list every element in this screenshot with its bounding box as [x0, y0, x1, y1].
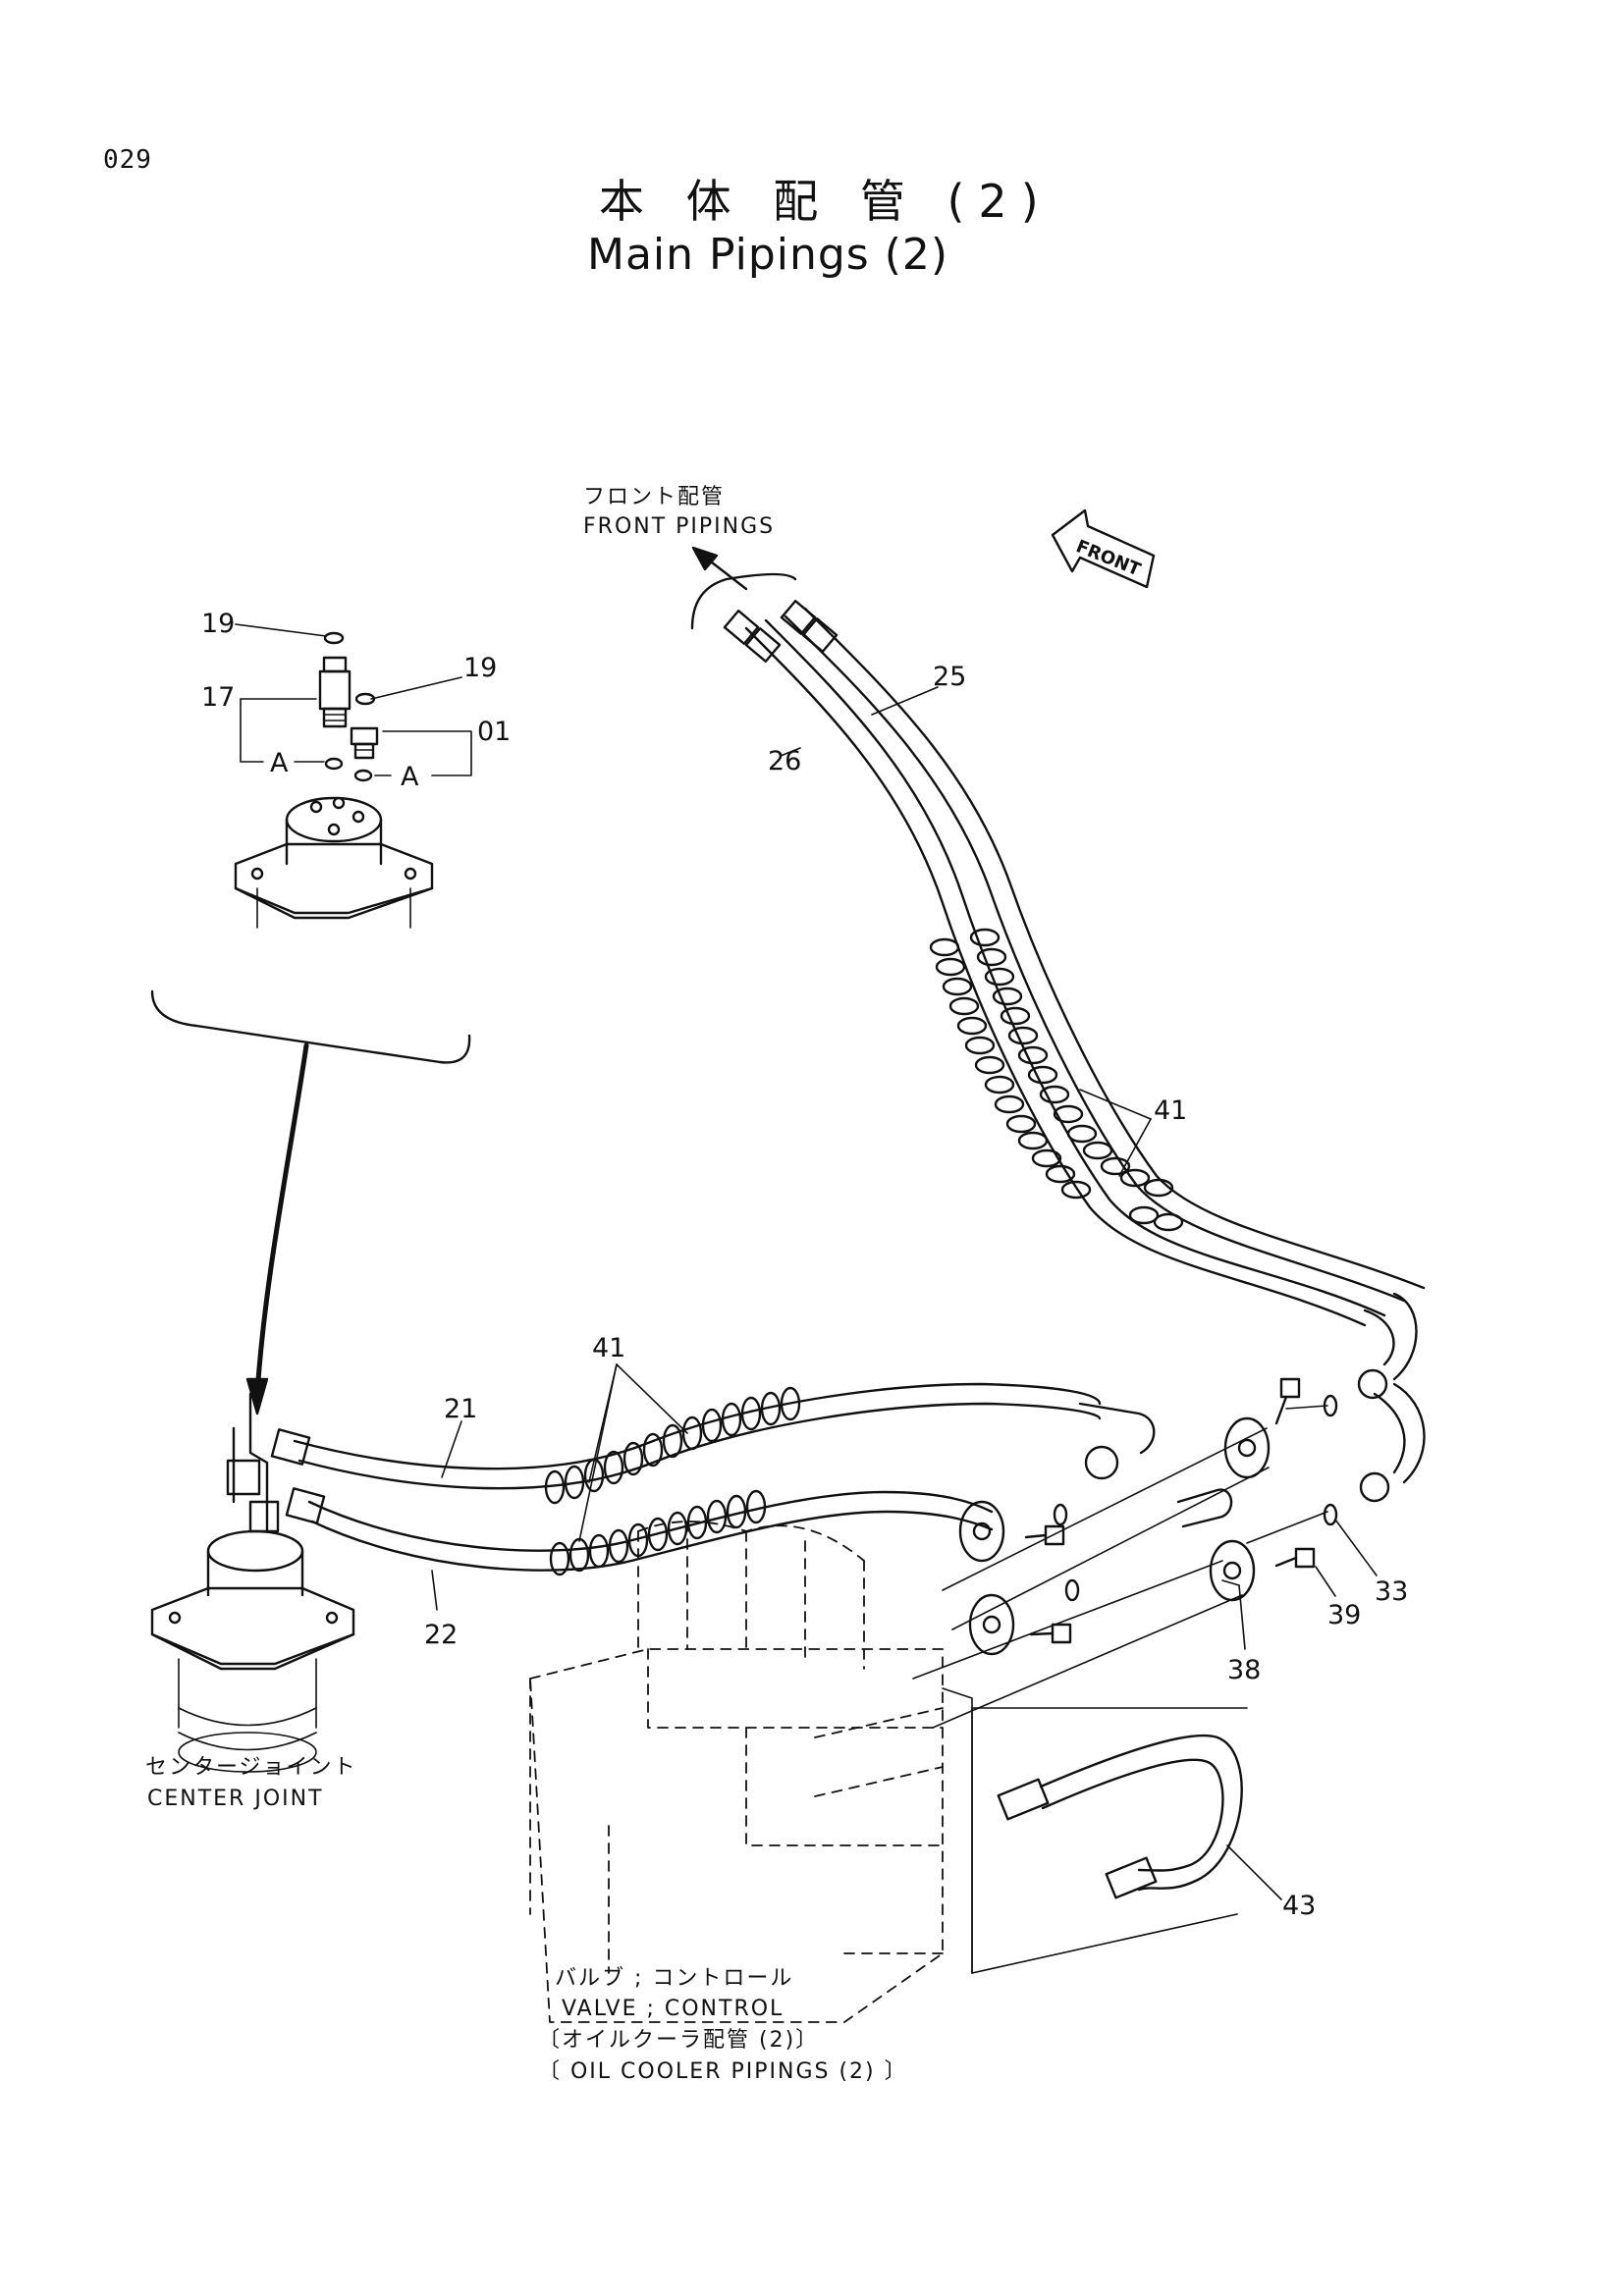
label-center-joint-en: CENTER JOINT	[147, 1787, 324, 1811]
part-33: 33	[1375, 1576, 1409, 1607]
part-41-lower: 41	[592, 1333, 626, 1363]
part-39: 39	[1327, 1600, 1362, 1630]
label-front-pipings-jp: フロント配管	[583, 485, 726, 509]
part-19-top: 19	[201, 609, 236, 639]
label-valve-jp: バルブ ; コントロール	[555, 1966, 794, 1991]
part-38: 38	[1227, 1655, 1262, 1685]
section-a-right: A	[401, 762, 419, 792]
section-a-left: A	[270, 748, 289, 778]
label-center-joint-jp: センタージョイント	[145, 1755, 357, 1780]
part-26: 26	[768, 746, 802, 776]
part-43: 43	[1282, 1891, 1317, 1921]
front-pipings-arrow	[690, 546, 797, 630]
part-22: 22	[424, 1620, 459, 1650]
hoses-25-26	[723, 600, 1426, 1503]
page-number: 029	[103, 145, 152, 175]
part-41-upper: 41	[1154, 1095, 1188, 1126]
part-21: 21	[444, 1394, 478, 1424]
title-english: Main Pipings (2)	[587, 230, 949, 280]
part-17: 17	[201, 682, 236, 713]
control-valve	[529, 1521, 973, 2023]
part-25: 25	[933, 662, 967, 692]
hose-spring-41-upper	[929, 928, 1184, 1232]
detail-inset	[150, 623, 472, 1415]
label-front-pipings-en: FRONT PIPINGS	[583, 514, 776, 539]
center-joint	[150, 1392, 355, 1773]
title-japanese: 本 体 配 管 (2)	[599, 175, 1053, 228]
oil-cooler-bracket	[971, 1707, 1248, 1974]
label-oil-cooler-jp: 〔オイルクーラ配管 (2)〕	[538, 2028, 820, 2053]
hose-spring-41-lower	[544, 1386, 801, 1576]
label-valve-en: VALVE ; CONTROL	[562, 1997, 784, 2021]
hoses-21-22	[270, 1363, 1156, 1611]
label-oil-cooler-en: 〔 OIL COOLER PIPINGS (2) 〕	[538, 2059, 908, 2084]
part-01: 01	[477, 717, 512, 747]
front-direction-badge	[1051, 508, 1156, 589]
oil-cooler-hose-43	[997, 1734, 1282, 1900]
flange-bolts	[912, 1377, 1378, 1729]
part-19-right: 19	[463, 653, 498, 683]
